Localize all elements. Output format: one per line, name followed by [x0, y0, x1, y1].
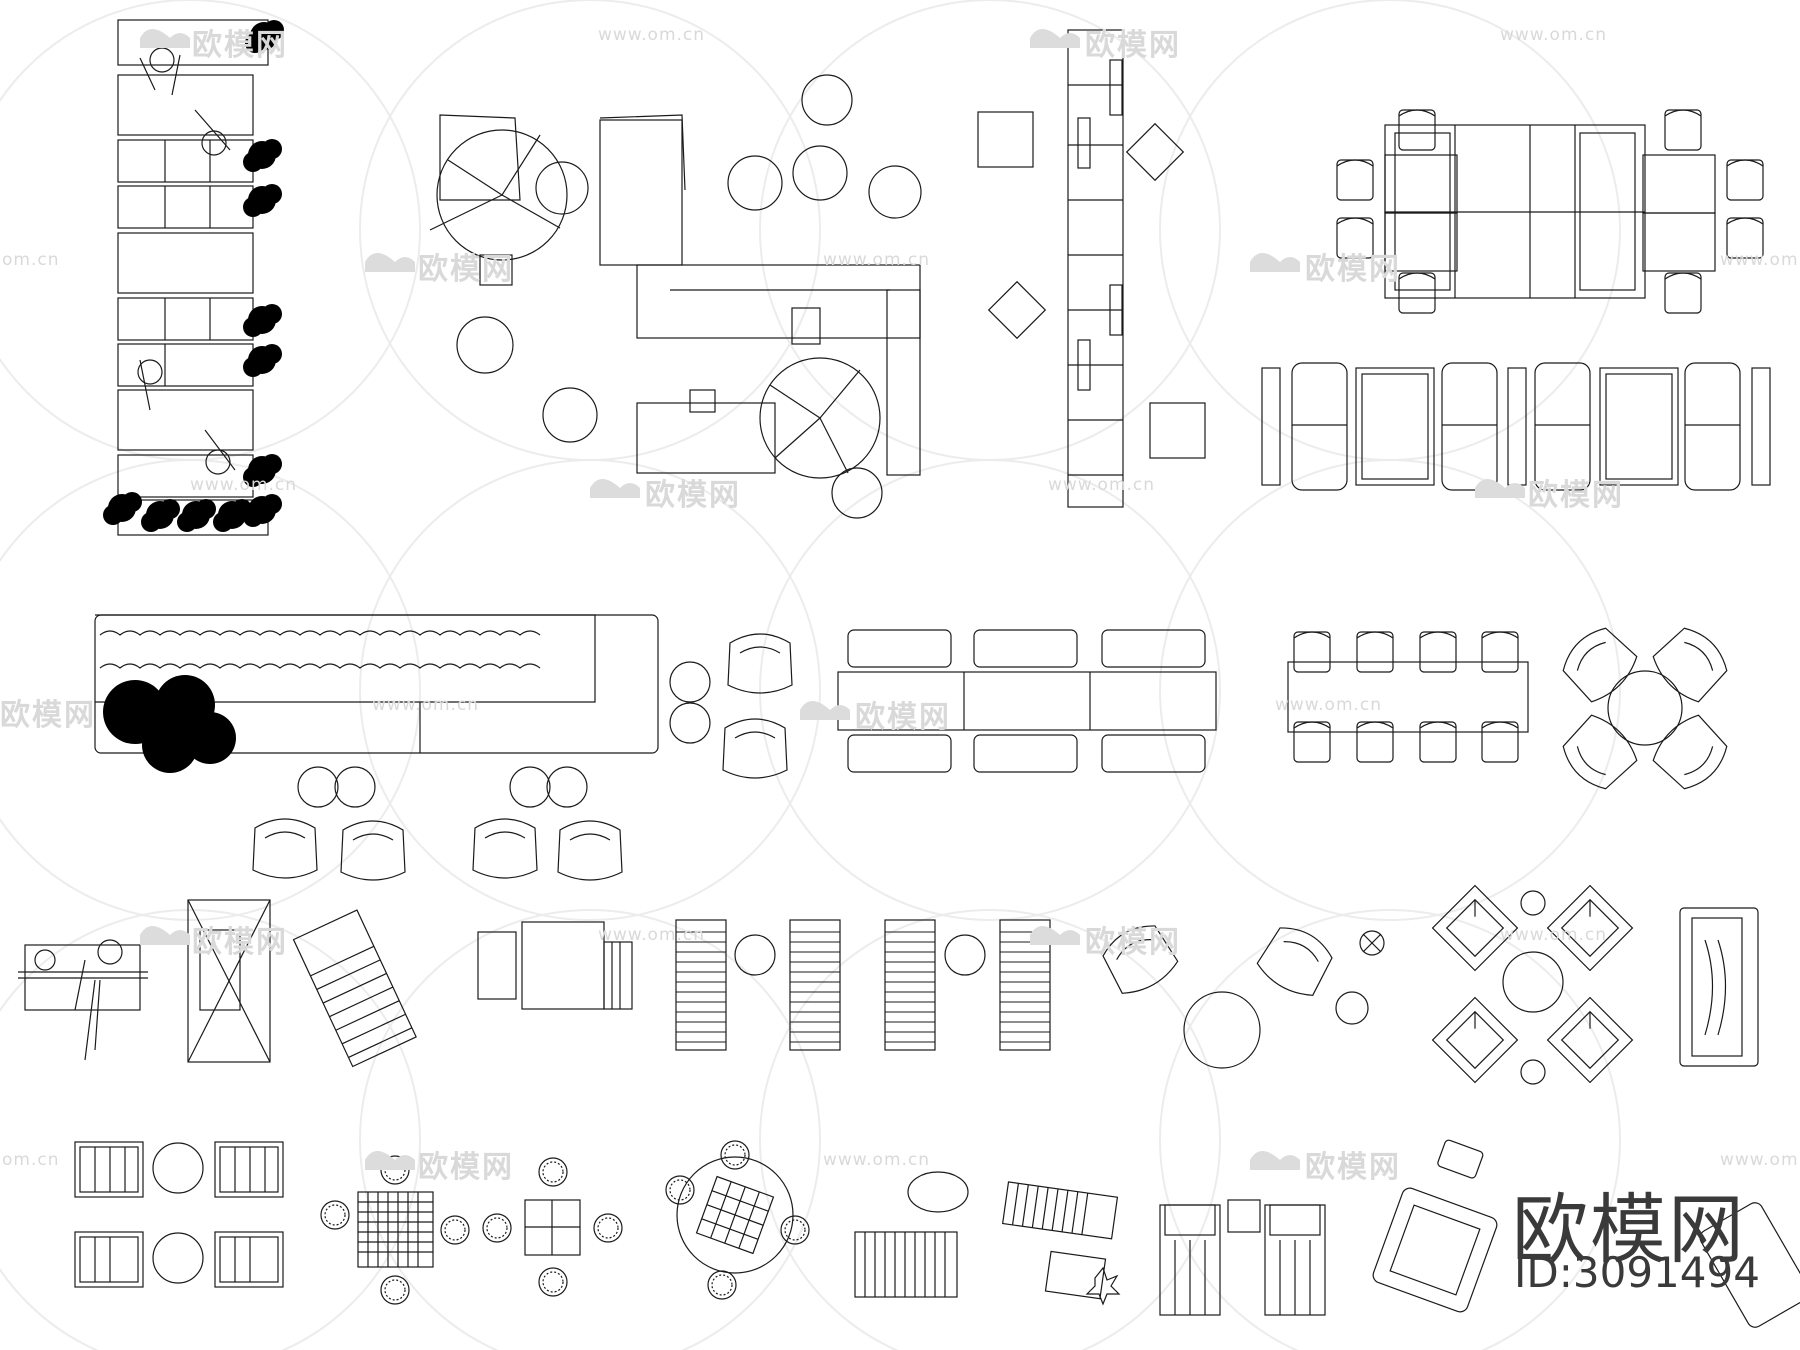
sofa-coffee-table-row [1261, 362, 1771, 491]
diamond-four-chair-set [1431, 884, 1634, 1085]
long-dining-table [1287, 631, 1529, 763]
l-shaped-sofa [599, 114, 921, 519]
sofa-block [477, 921, 633, 1010]
stepping-stone-path [977, 29, 1206, 508]
planter-shrubs [103, 675, 236, 773]
round-table-four-chairs [1554, 619, 1736, 798]
bench-strip-with-people [117, 19, 269, 536]
twin-slat-chairs [1159, 1199, 1326, 1316]
wall-sofa [1679, 907, 1759, 1067]
watermark-logos [140, 29, 1525, 1170]
cushion-and-round-table-set [74, 1141, 284, 1288]
oval-table-and-slat-bench [854, 1171, 969, 1298]
angled-armchairs [1372, 1139, 1800, 1328]
bench-with-people [18, 939, 148, 1061]
two-armchairs-side-tables [669, 633, 793, 779]
tilted-slat-daybed-set [1001, 1181, 1121, 1306]
square-table-with-round-seats [482, 1157, 623, 1297]
umbrella-table-set [429, 114, 598, 443]
chessboard-table-with-stools [320, 1155, 470, 1305]
asset-id-label: ID:3091494 [1514, 1248, 1760, 1297]
stools-and-armchairs-below-planter [252, 766, 623, 881]
lounge-chairs-round-tables [1096, 916, 1385, 1069]
double-dining-table [1384, 124, 1716, 299]
watermark-circles [0, 0, 1621, 1350]
round-chess-table-with-seats [665, 1140, 810, 1300]
lounger-pair-right [884, 919, 1051, 1051]
round-stools-cluster [727, 74, 922, 219]
brand-name: 欧模网 [1512, 1185, 1746, 1274]
sectional-grid-sofa [837, 629, 1217, 773]
long-planter-sofa [94, 614, 659, 754]
reclining-chair [292, 909, 417, 1068]
lounger-pair-left [675, 919, 841, 1051]
deck-lounger [187, 899, 271, 1063]
